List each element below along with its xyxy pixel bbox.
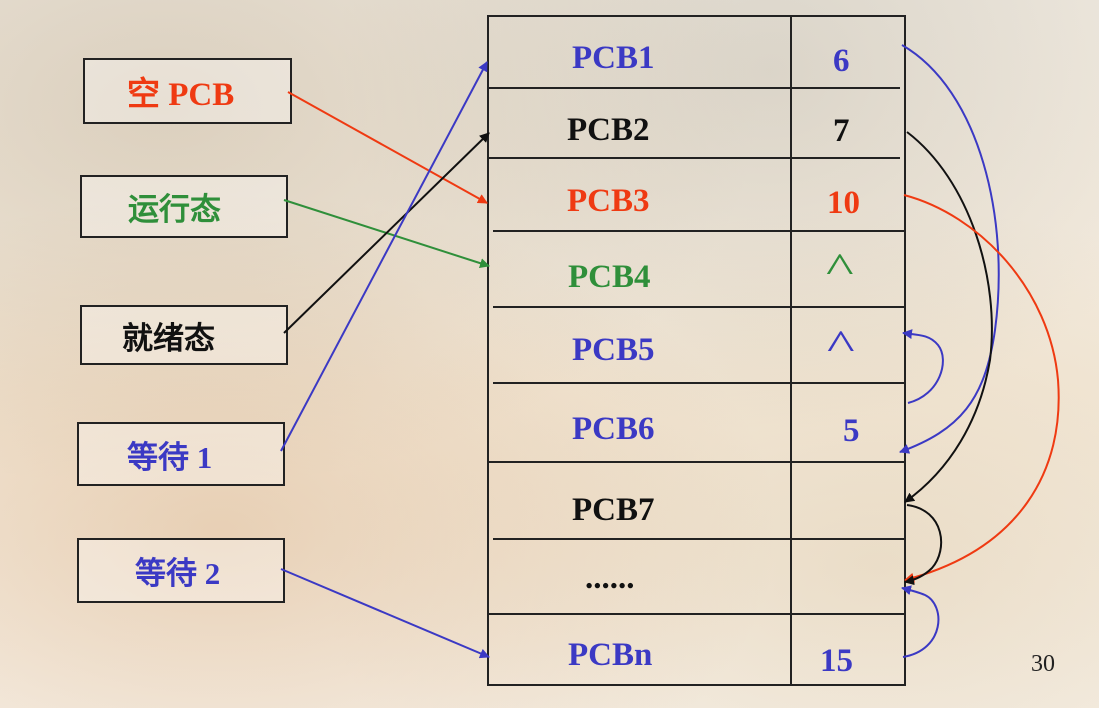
- pcb-name-7: PCB7: [572, 492, 655, 528]
- wait2-label: 等待 2: [135, 556, 221, 591]
- pcb-table: [487, 15, 906, 686]
- wait1-label: 等待 1: [127, 439, 213, 475]
- pcb3-to-ellipsis-arrow: [903, 194, 1060, 583]
- pcb-table-column-divider: [790, 15, 792, 685]
- pcb-next-6: 5: [843, 413, 860, 449]
- pcb-name-1: PCB1: [572, 40, 655, 76]
- pcb-next-2: 7: [833, 113, 850, 149]
- pcb1-to-pcb6-arrow: [899, 44, 1000, 454]
- running-state-label: 运行态: [128, 192, 221, 227]
- pcb-name-6: PCB6: [572, 411, 655, 447]
- pcb6-to-pcb5-arrow: [902, 329, 944, 404]
- ready-state-box: 就绪态: [80, 305, 288, 365]
- ready-state-arrow: [283, 132, 490, 334]
- pcb-next-n: 15: [820, 643, 853, 679]
- pcb-name-3: PCB3: [567, 183, 650, 219]
- empty-pcb-box: 空 PCB: [83, 58, 292, 124]
- row-divider: [487, 613, 906, 615]
- empty-pcb-label: 空 PCB: [127, 77, 235, 113]
- pcb-next-1: 6: [833, 43, 850, 79]
- pcb-next-5: ^: [827, 323, 855, 369]
- page-number: 30: [1031, 651, 1055, 677]
- pcb2-to-pcb7-arrow: [904, 131, 993, 503]
- running-state-box: 运行态: [80, 175, 288, 238]
- ready-state-label: 就绪态: [122, 320, 215, 356]
- pcb7-to-ellipsis-arrow: [904, 504, 943, 586]
- wait2-arrow: [280, 568, 490, 659]
- pcb-name-n: PCBn: [568, 637, 653, 673]
- pcbn-to-ellipsis-arrow: [901, 585, 940, 658]
- row-divider: [487, 157, 900, 159]
- pcb-name-ellipsis: ......: [585, 560, 635, 596]
- empty-pcb-arrow: [287, 91, 488, 204]
- wait2-box: 等待 2: [77, 538, 285, 603]
- wait1-arrow: [280, 61, 488, 452]
- pcb-next-3: 10: [827, 185, 860, 221]
- pcb-next-4: ^: [826, 246, 854, 292]
- pcb-name-5: PCB5: [572, 332, 655, 368]
- row-divider: [493, 538, 906, 540]
- row-divider: [487, 461, 906, 463]
- row-divider: [493, 306, 906, 308]
- row-divider: [493, 382, 906, 384]
- wait1-box: 等待 1: [77, 422, 285, 486]
- row-divider: [487, 87, 900, 89]
- row-divider: [493, 230, 906, 232]
- pcb-name-2: PCB2: [567, 112, 650, 148]
- pcb-name-4: PCB4: [568, 259, 651, 295]
